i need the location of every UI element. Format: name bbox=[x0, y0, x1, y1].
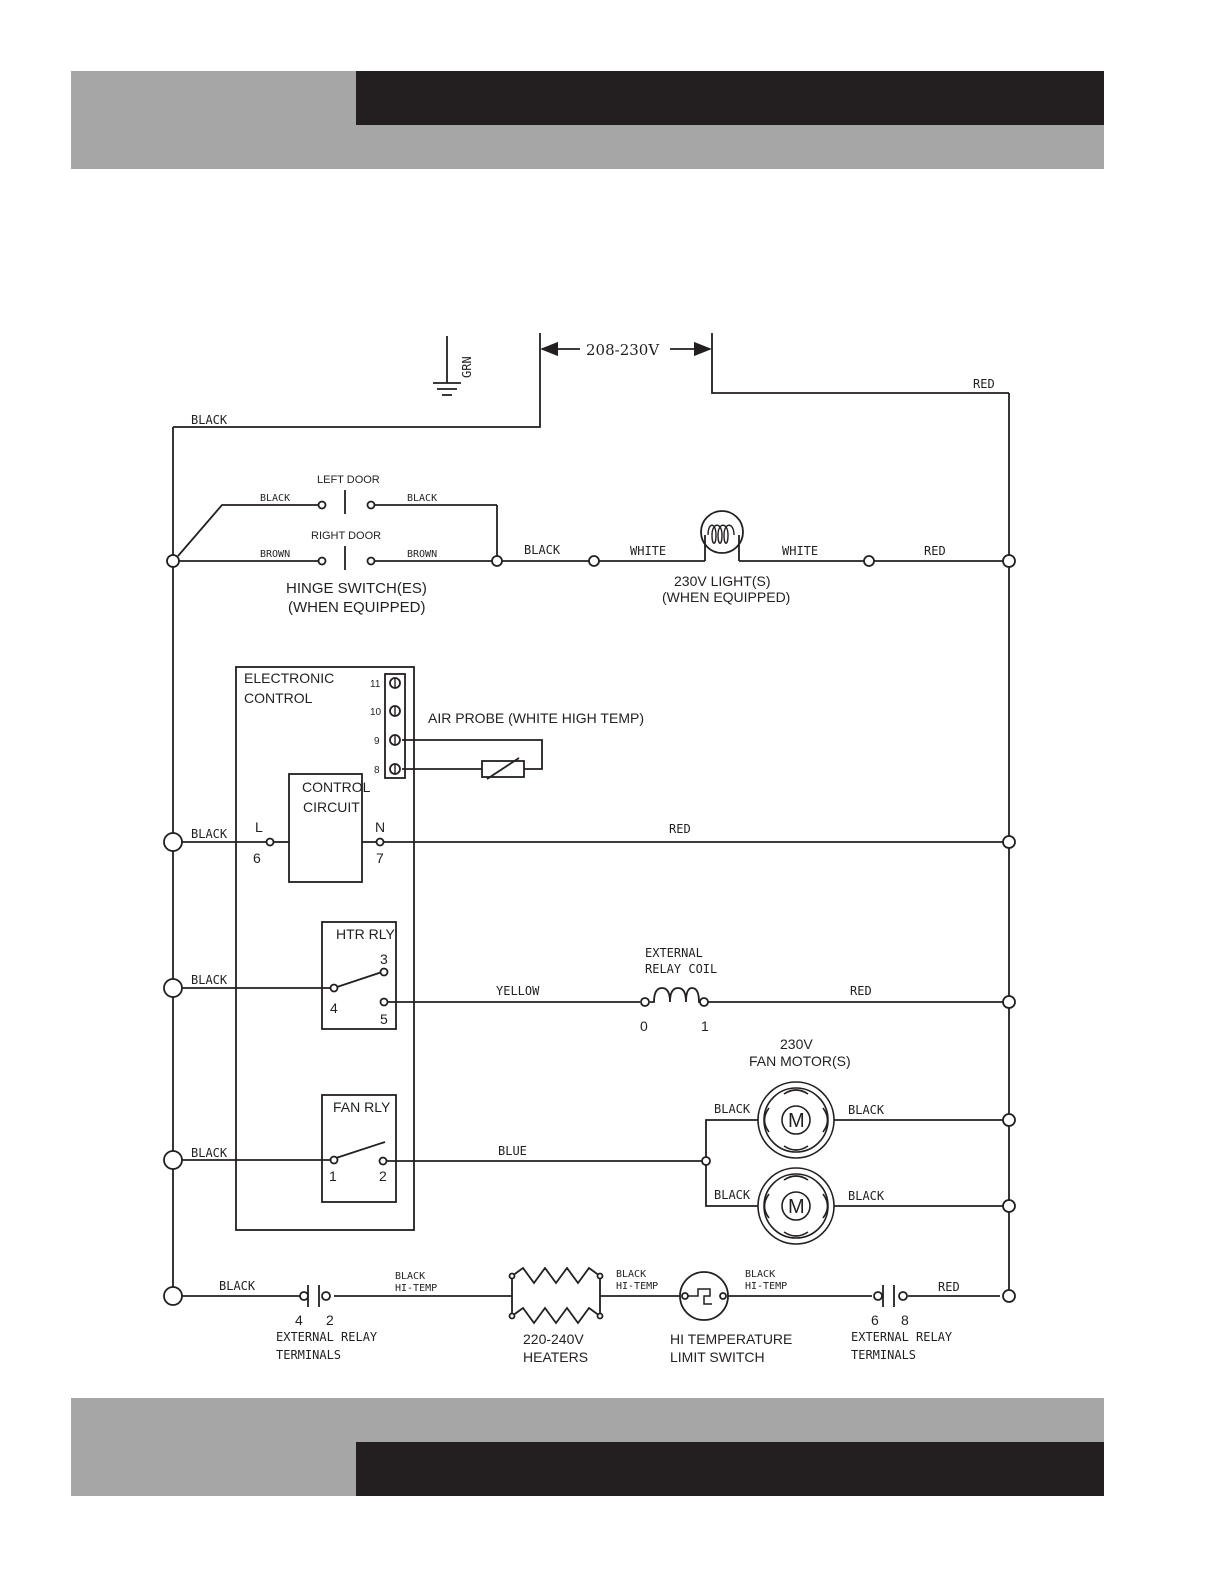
wire-label-red: RED bbox=[938, 1280, 960, 1294]
wire-label-yellow: YELLOW bbox=[496, 984, 540, 998]
header-dark-band bbox=[356, 71, 1104, 125]
fan-motor-m-1: M bbox=[788, 1110, 805, 1132]
wire-label-black: BLACK bbox=[848, 1189, 885, 1203]
wire-label-white: WHITE bbox=[782, 544, 818, 558]
node-left-2 bbox=[163, 832, 183, 852]
wire-label-black: BLACK bbox=[407, 493, 437, 504]
footer-dark-band bbox=[356, 1442, 1104, 1496]
terminal-11: 11 bbox=[370, 679, 381, 690]
htr-rly-t3: 3 bbox=[380, 951, 388, 967]
node-left-5 bbox=[163, 1286, 183, 1306]
wire-label-blue: BLUE bbox=[498, 1144, 527, 1158]
node-light-out bbox=[863, 555, 875, 567]
heaters-label-1: 220-240V bbox=[523, 1331, 584, 1347]
terminal-10: 10 bbox=[370, 707, 382, 718]
node-hinge-out bbox=[491, 555, 503, 567]
terminal-l-num: 6 bbox=[253, 850, 261, 866]
terminal-n-num: 7 bbox=[376, 850, 384, 866]
node-right-2 bbox=[1002, 835, 1016, 849]
control-circuit-1: CONTROL bbox=[302, 779, 371, 795]
relay-terminal-left-b: 2 bbox=[326, 1312, 334, 1328]
wire-label-white: WHITE bbox=[630, 544, 666, 558]
wire-label-black: BLACK bbox=[616, 1269, 646, 1280]
coil-t1: 1 bbox=[701, 1018, 709, 1034]
relay-terminal-left-a: 4 bbox=[295, 1312, 303, 1328]
relay-terminals-right-2: TERMINALS bbox=[851, 1348, 916, 1362]
supply-voltage: 208-230V bbox=[586, 341, 660, 359]
air-probe-label: AIR PROBE (WHITE HIGH TEMP) bbox=[428, 710, 644, 726]
htr-rly-title: HTR RLY bbox=[336, 926, 396, 942]
fan-motor-m-2: M bbox=[788, 1196, 805, 1218]
relay-terminals-right-1: EXTERNAL RELAY bbox=[851, 1330, 953, 1344]
wire-label-hi-temp: HI-TEMP bbox=[395, 1283, 437, 1294]
fan-rly-title: FAN RLY bbox=[333, 1099, 391, 1115]
fan-motor-icon-1 bbox=[757, 1081, 835, 1159]
fan-title-2: FAN MOTOR(S) bbox=[749, 1053, 851, 1069]
node-light-in bbox=[588, 555, 600, 567]
hinge-switch-note: (WHEN EQUIPPED) bbox=[288, 599, 426, 616]
node-left-1 bbox=[166, 554, 180, 568]
wire-label-red: RED bbox=[669, 822, 691, 836]
node-right-3 bbox=[1002, 995, 1016, 1009]
htr-rly-t5: 5 bbox=[380, 1011, 388, 1027]
node-left-3 bbox=[163, 978, 183, 998]
wire-label-red: RED bbox=[924, 544, 946, 558]
hinge-switch-title: HINGE SWITCH(ES) bbox=[286, 580, 427, 597]
wire-label-red: RED bbox=[850, 984, 872, 998]
ground-label: GRN bbox=[460, 356, 474, 378]
wire-label-hi-temp: HI-TEMP bbox=[745, 1281, 787, 1292]
wire-label-black: BLACK bbox=[191, 1146, 228, 1160]
limit-switch-label-1: HI TEMPERATURE bbox=[670, 1331, 792, 1347]
wire-label-black: BLACK bbox=[714, 1102, 751, 1116]
node-right-5 bbox=[1002, 1199, 1016, 1213]
wire-label-black: BLACK bbox=[219, 1279, 256, 1293]
wire-label-black: BLACK bbox=[745, 1269, 775, 1280]
terminal-n: N bbox=[375, 819, 385, 835]
control-title-2: CONTROL bbox=[244, 690, 313, 706]
wire-label-black: BLACK bbox=[524, 543, 561, 557]
heaters-label-2: HEATERS bbox=[523, 1349, 588, 1365]
light-bulb-icon bbox=[700, 510, 744, 561]
fan-title-1: 230V bbox=[780, 1036, 813, 1052]
htr-rly-t4: 4 bbox=[330, 1000, 338, 1016]
node-right-6 bbox=[1002, 1289, 1016, 1303]
limit-switch-icon bbox=[679, 1271, 729, 1321]
left-door-label: LEFT DOOR bbox=[317, 474, 380, 486]
terminal-l: L bbox=[255, 819, 263, 835]
terminal-9: 9 bbox=[374, 736, 380, 747]
relay-terminals-left-2: TERMINALS bbox=[276, 1348, 341, 1362]
wire-label-black: BLACK bbox=[848, 1103, 885, 1117]
wire-label-brown: BROWN bbox=[260, 549, 290, 560]
wire-label-black: BLACK bbox=[395, 1271, 425, 1282]
fan-rly-t1: 1 bbox=[329, 1168, 337, 1184]
coil-label-1: EXTERNAL bbox=[645, 946, 703, 960]
relay-terminal-right-a: 6 bbox=[871, 1312, 879, 1328]
fan-rly-t2: 2 bbox=[379, 1168, 387, 1184]
node-right-4 bbox=[1002, 1113, 1016, 1127]
wire-label-black: BLACK bbox=[191, 827, 228, 841]
coil-t0: 0 bbox=[640, 1018, 648, 1034]
wire-label-black: BLACK bbox=[191, 973, 228, 987]
node-left-4 bbox=[163, 1150, 183, 1170]
control-title-1: ELECTRONIC bbox=[244, 670, 334, 686]
wire-label-black: BLACK bbox=[260, 493, 290, 504]
control-circuit-2: CIRCUIT bbox=[303, 799, 360, 815]
relay-terminals-left-1: EXTERNAL RELAY bbox=[276, 1330, 378, 1344]
fan-motor-icon-2 bbox=[757, 1167, 835, 1245]
wire-label-black: BLACK bbox=[191, 413, 228, 427]
light-note: (WHEN EQUIPPED) bbox=[662, 589, 790, 605]
coil-label-2: RELAY COIL bbox=[645, 962, 717, 976]
node-right-1 bbox=[1002, 554, 1016, 568]
relay-terminal-right-b: 8 bbox=[901, 1312, 909, 1328]
limit-switch-label-2: LIMIT SWITCH bbox=[670, 1349, 765, 1365]
terminal-8: 8 bbox=[374, 765, 380, 776]
right-door-label: RIGHT DOOR bbox=[311, 530, 381, 542]
wire-label-hi-temp: HI-TEMP bbox=[616, 1281, 658, 1292]
wire-label-black: BLACK bbox=[714, 1188, 751, 1202]
wire-label-red: RED bbox=[973, 377, 995, 391]
wire-label-brown: BROWN bbox=[407, 549, 437, 560]
light-title: 230V LIGHT(S) bbox=[674, 573, 770, 589]
